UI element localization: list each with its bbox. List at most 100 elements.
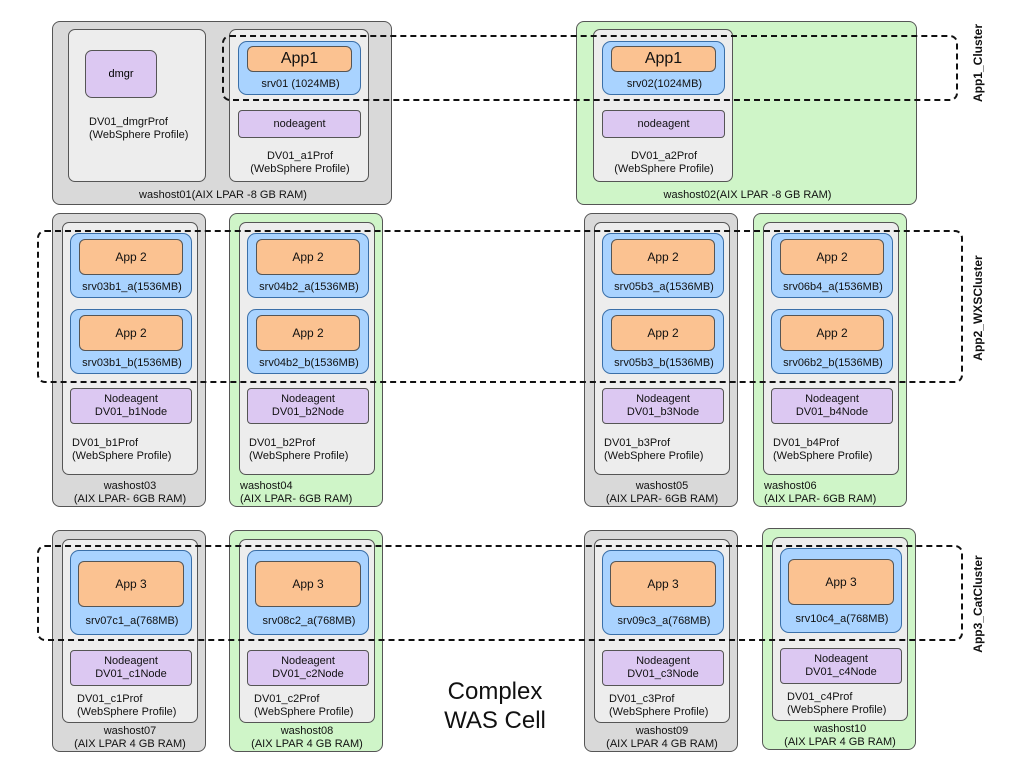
dmgr-profile-type: (WebSphere Profile) bbox=[89, 129, 189, 141]
nodeagent-a2: nodeagent bbox=[602, 110, 725, 138]
server-srv02: App1 srv02(1024MB) bbox=[602, 41, 725, 95]
host-name: washost10 bbox=[813, 723, 867, 735]
app-app2: App 2 bbox=[79, 239, 183, 275]
profile-name: DV01_c2Prof bbox=[254, 693, 320, 705]
nodeagent-title: Nodeagent bbox=[805, 393, 859, 405]
app-app2: App 2 bbox=[611, 315, 715, 351]
server-a-label: srv04b2_a(1536MB) bbox=[259, 281, 359, 293]
profile-type: (WebSphere Profile) bbox=[254, 706, 354, 718]
server-a-label: srv03b1_a(1536MB) bbox=[82, 281, 182, 293]
host-name: washost08 bbox=[280, 725, 334, 737]
profile-type: (WebSphere Profile) bbox=[787, 704, 887, 716]
app-app1: App1 bbox=[611, 46, 716, 72]
diagram-title-line2: WAS Cell bbox=[444, 707, 546, 734]
host-spec: (AIX LPAR 4 GB RAM) bbox=[606, 738, 718, 750]
host-spec: (AIX LPAR- 6GB RAM) bbox=[73, 493, 187, 505]
server-a: App 2 srv06b4_a(1536MB) bbox=[771, 233, 893, 298]
nodeagent-node: DV01_c2Node bbox=[272, 668, 344, 680]
host-washost03: App 2 srv03b1_a(1536MB) App 2 srv03b1_b(153… bbox=[52, 213, 206, 507]
profile-name: DV01_a2Prof bbox=[630, 150, 698, 162]
server-label: srv08c2_a(768MB) bbox=[262, 615, 356, 627]
app-app3: App 3 bbox=[610, 561, 716, 607]
host-name: washost06 bbox=[764, 480, 817, 492]
profile-name: DV01_a1Prof bbox=[266, 150, 334, 162]
nodeagent-title: Nodeagent bbox=[104, 655, 158, 667]
server-b-label: srv05b3_b(1536MB) bbox=[614, 357, 714, 369]
server-label: srv09c3_a(768MB) bbox=[617, 615, 711, 627]
host-spec: (AIX LPAR 4 GB RAM) bbox=[251, 738, 363, 750]
server-a: App 2 srv04b2_a(1536MB) bbox=[247, 233, 369, 298]
host-spec: (AIX LPAR- 6GB RAM) bbox=[605, 493, 719, 505]
profile-name: DV01_b3Prof bbox=[604, 437, 671, 449]
host-name: washost05 bbox=[635, 480, 689, 492]
cluster-app1 bbox=[222, 35, 958, 101]
app-app1: App1 bbox=[247, 46, 352, 72]
profile-name: DV01_b4Prof bbox=[773, 437, 840, 449]
cluster-app3 bbox=[37, 545, 963, 641]
server-label: srv01 (1024MB) bbox=[261, 78, 340, 90]
nodeagent-title: Nodeagent bbox=[104, 393, 158, 405]
host-name: washost04 bbox=[240, 480, 293, 492]
cluster-app2 bbox=[37, 230, 963, 383]
profile-name: DV01_c3Prof bbox=[609, 693, 675, 705]
app-app2: App 2 bbox=[256, 239, 360, 275]
host-washost02: App1 srv02(1024MB) nodeagent DV01_a2Prof… bbox=[576, 21, 917, 205]
cluster-label-app1: App1_Cluster bbox=[971, 23, 985, 103]
dmgr-node: dmgr bbox=[85, 50, 157, 98]
server-a-label: srv06b4_a(1536MB) bbox=[783, 281, 883, 293]
profile-b1: App 2 srv03b1_a(1536MB) App 2 srv03b1_b(153… bbox=[62, 222, 198, 475]
cluster-label-app2: App2_WXSCluster bbox=[971, 255, 985, 361]
profile-type: (WebSphere Profile) bbox=[604, 450, 704, 462]
profile-b3: App 2 srv05b3_a(1536MB) App 2 srv05b3_b(153… bbox=[594, 222, 730, 475]
server: App 3 srv09c3_a(768MB) bbox=[602, 550, 724, 635]
nodeagent-node: DV01_b1Node bbox=[94, 406, 168, 418]
profile-type: (WebSphere Profile) bbox=[72, 450, 172, 462]
server-b: App 2 srv05b3_b(1536MB) bbox=[602, 309, 724, 374]
app-app3: App 3 bbox=[255, 561, 361, 607]
host-washost05: App 2 srv05b3_a(1536MB) App 2 srv05b3_b(153… bbox=[584, 213, 738, 507]
profile-type: (WebSphere Profile) bbox=[614, 163, 714, 175]
host-name: washost03 bbox=[103, 480, 157, 492]
server-a: App 2 srv03b1_a(1536MB) bbox=[70, 233, 192, 298]
profile-name: DV01_c4Prof bbox=[787, 691, 853, 703]
nodeagent-node: DV01_b3Node bbox=[626, 406, 700, 418]
server-a-label: srv05b3_a(1536MB) bbox=[614, 281, 714, 293]
app-app2: App 2 bbox=[79, 315, 183, 351]
profile-type: (WebSphere Profile) bbox=[773, 450, 873, 462]
dmgr-profile: dmgr DV01_dmgrProf (WebSphere Profile) bbox=[68, 29, 206, 182]
dmgr-profile-name: DV01_dmgrProf bbox=[89, 116, 168, 128]
nodeagent-node: DV01_c4Node bbox=[805, 666, 877, 678]
nodeagent-node: DV01_b2Node bbox=[271, 406, 345, 418]
nodeagent-node: DV01_b4Node bbox=[795, 406, 869, 418]
nodeagent-title: Nodeagent bbox=[281, 655, 335, 667]
nodeagent-title: Nodeagent bbox=[636, 655, 690, 667]
server: App 3 srv08c2_a(768MB) bbox=[247, 550, 369, 635]
host-name: washost07 bbox=[103, 725, 157, 737]
host-spec: (AIX LPAR- 6GB RAM) bbox=[764, 493, 877, 505]
host-name: washost09 bbox=[635, 725, 689, 737]
app-app3: App 3 bbox=[788, 559, 894, 605]
app-app2: App 2 bbox=[256, 315, 360, 351]
host-spec: (AIX LPAR 4 GB RAM) bbox=[784, 736, 896, 748]
app-app2: App 2 bbox=[780, 315, 884, 351]
app-app2: App 2 bbox=[611, 239, 715, 275]
server-b-label: srv03b1_b(1536MB) bbox=[82, 357, 182, 369]
diagram-title-line1: Complex bbox=[447, 678, 543, 705]
app-app2: App 2 bbox=[780, 239, 884, 275]
host-spec: (AIX LPAR 4 GB RAM) bbox=[74, 738, 186, 750]
nodeagent-a1: nodeagent bbox=[238, 110, 361, 138]
